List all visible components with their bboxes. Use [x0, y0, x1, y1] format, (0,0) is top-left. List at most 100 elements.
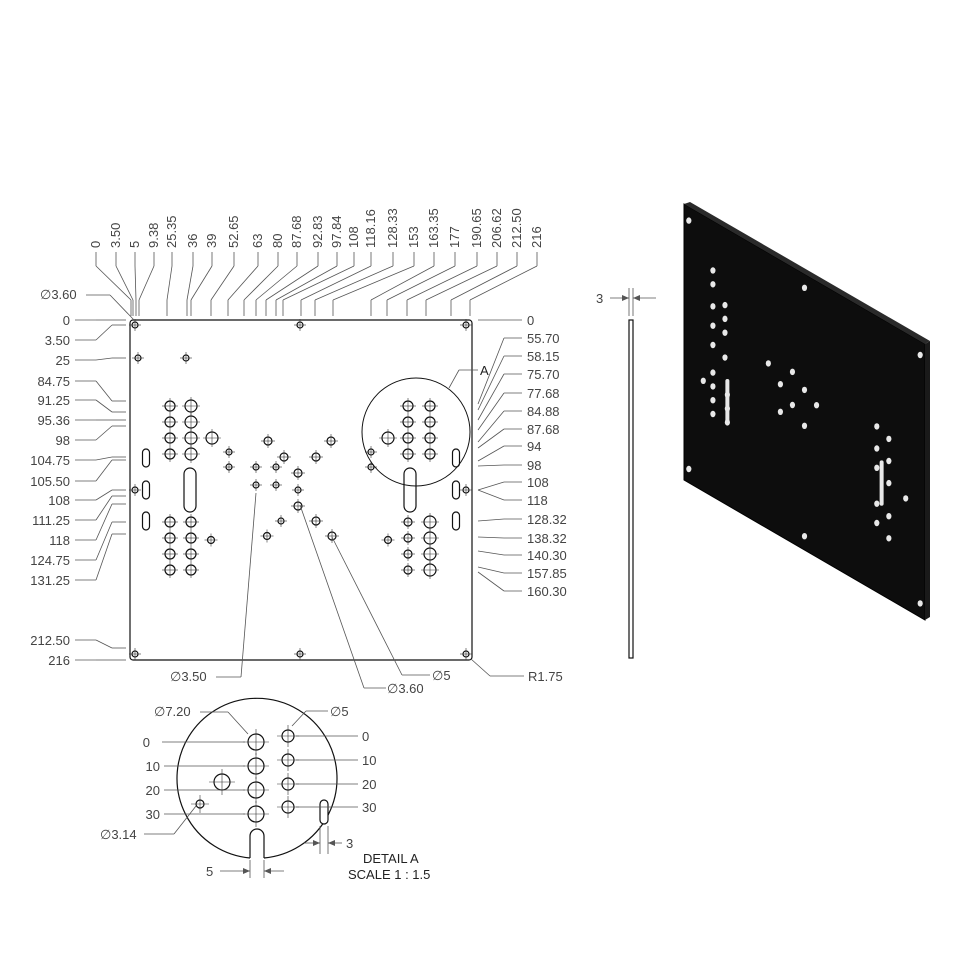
left-dim-leader — [95, 425, 113, 441]
top-dim-leader — [210, 265, 235, 301]
top-dim-label: 63 — [250, 234, 265, 248]
left-dim-leader — [95, 456, 113, 461]
right-dim-leader — [477, 428, 505, 449]
iso-hole — [710, 303, 716, 310]
iso-hole — [722, 329, 728, 336]
top-dim-leader — [186, 265, 194, 301]
left-dim-label: 212.50 — [30, 633, 70, 648]
dia-350-callout: ∅3.50 — [170, 669, 207, 684]
left-dim-leader — [95, 357, 113, 361]
top-dim-label: 128.33 — [385, 208, 400, 248]
iso-hole — [886, 513, 892, 520]
iso-hole — [789, 368, 796, 376]
right-dim-leader — [477, 489, 505, 501]
detail-slot-width: 5 — [206, 864, 213, 879]
top-dim-label: 190.65 — [469, 208, 484, 248]
svg-text:20: 20 — [362, 777, 376, 792]
top-dim-label: 5 — [127, 241, 142, 248]
top-dim-leader — [386, 265, 456, 301]
iso-hole — [777, 408, 784, 415]
right-dim-leader — [477, 566, 505, 574]
iso-hole — [710, 341, 716, 349]
slot — [141, 448, 151, 468]
top-dim-label: 206.62 — [489, 208, 504, 248]
right-dim-label: 58.15 — [527, 349, 560, 364]
iso-hole — [886, 535, 892, 542]
iso-hole — [801, 533, 808, 540]
top-dim-label: 80 — [270, 234, 285, 248]
slot — [183, 467, 197, 513]
top-dim-label: 3.50 — [108, 223, 123, 248]
slot — [451, 448, 461, 468]
slot — [141, 480, 151, 500]
dia-5-callout: ∅5 — [432, 668, 451, 683]
iso-hole — [917, 351, 923, 359]
left-dim-label: 124.75 — [30, 553, 70, 568]
detail-a-view: 0 10 20 30 0 10 20 30 ∅7.20 ∅5 ∅3.14 — [100, 697, 430, 882]
svg-text:20: 20 — [146, 783, 160, 798]
left-dim-label: 131.25 — [30, 573, 70, 588]
iso-plate-face — [683, 203, 926, 621]
left-dim-label: 108 — [48, 493, 70, 508]
iso-hole — [722, 301, 728, 309]
top-dim-leader — [469, 265, 538, 301]
right-dim-leader — [477, 392, 505, 431]
top-dim-label: 216 — [529, 226, 544, 248]
detail-slot-bottom — [249, 828, 265, 858]
right-dim-label: 98 — [527, 458, 541, 473]
top-dim-label: 212.50 — [509, 208, 524, 248]
left-dim-label: 0 — [63, 313, 70, 328]
top-dim-leader — [275, 265, 338, 301]
right-dim-leader — [477, 550, 505, 556]
detail-a-circle — [361, 377, 471, 487]
right-dim-label: 138.32 — [527, 531, 567, 546]
iso-hole — [874, 464, 880, 471]
svg-text:10: 10 — [362, 753, 376, 768]
top-dim-leader — [406, 265, 478, 301]
top-dim-label: 25.35 — [164, 215, 179, 248]
top-dim-label: 108 — [346, 226, 361, 248]
right-dim-label: 140.30 — [527, 548, 567, 563]
left-dim-leader — [95, 324, 113, 341]
svg-text:10: 10 — [146, 759, 160, 774]
top-dim-leader — [134, 265, 137, 301]
side-view: 3 — [596, 288, 656, 659]
top-dim-label: 153 — [406, 226, 421, 248]
left-dim-label: 91.25 — [37, 393, 70, 408]
right-dim-leader — [477, 464, 505, 467]
top-dim-label: 36 — [185, 234, 200, 248]
left-dim-label: 105.50 — [30, 474, 70, 489]
iso-hole — [710, 397, 716, 404]
top-dim-leader — [425, 265, 498, 301]
left-dim-label: 111.25 — [32, 513, 70, 528]
top-dim-label: 52.65 — [226, 215, 241, 248]
iso-hole — [777, 381, 784, 388]
iso-hole — [813, 402, 820, 409]
iso-hole — [917, 600, 923, 607]
top-dim-leader — [314, 265, 394, 301]
top-dim-leader — [370, 265, 435, 301]
right-dim-leader — [477, 373, 505, 421]
iso-hole — [710, 281, 716, 288]
dia-360-top-callout: ∅3.60 — [40, 287, 77, 302]
left-dim-leader — [95, 459, 113, 482]
right-dim-leader — [477, 536, 505, 539]
detail-right-dims: 0 10 20 30 — [296, 729, 376, 815]
front-view: A — [129, 319, 489, 661]
right-dim-label: 77.68 — [527, 386, 560, 401]
right-dim-label: 87.68 — [527, 422, 560, 437]
iso-hole — [722, 315, 728, 323]
iso-hole — [686, 217, 692, 224]
radius-callout: R1.75 — [528, 669, 563, 684]
iso-hole — [801, 422, 808, 429]
iso-hole — [710, 410, 716, 418]
right-dim-label: 157.85 — [527, 566, 567, 581]
isometric-view — [683, 202, 930, 621]
left-dim-label: 216 — [48, 653, 70, 668]
right-dimension-labels: 055.7058.1575.7077.6884.8887.68949810811… — [477, 313, 567, 599]
detail-dia-5: ∅5 — [330, 704, 349, 719]
iso-hole — [801, 284, 808, 291]
iso-hole — [874, 423, 880, 430]
right-dim-label: 75.70 — [527, 367, 560, 382]
